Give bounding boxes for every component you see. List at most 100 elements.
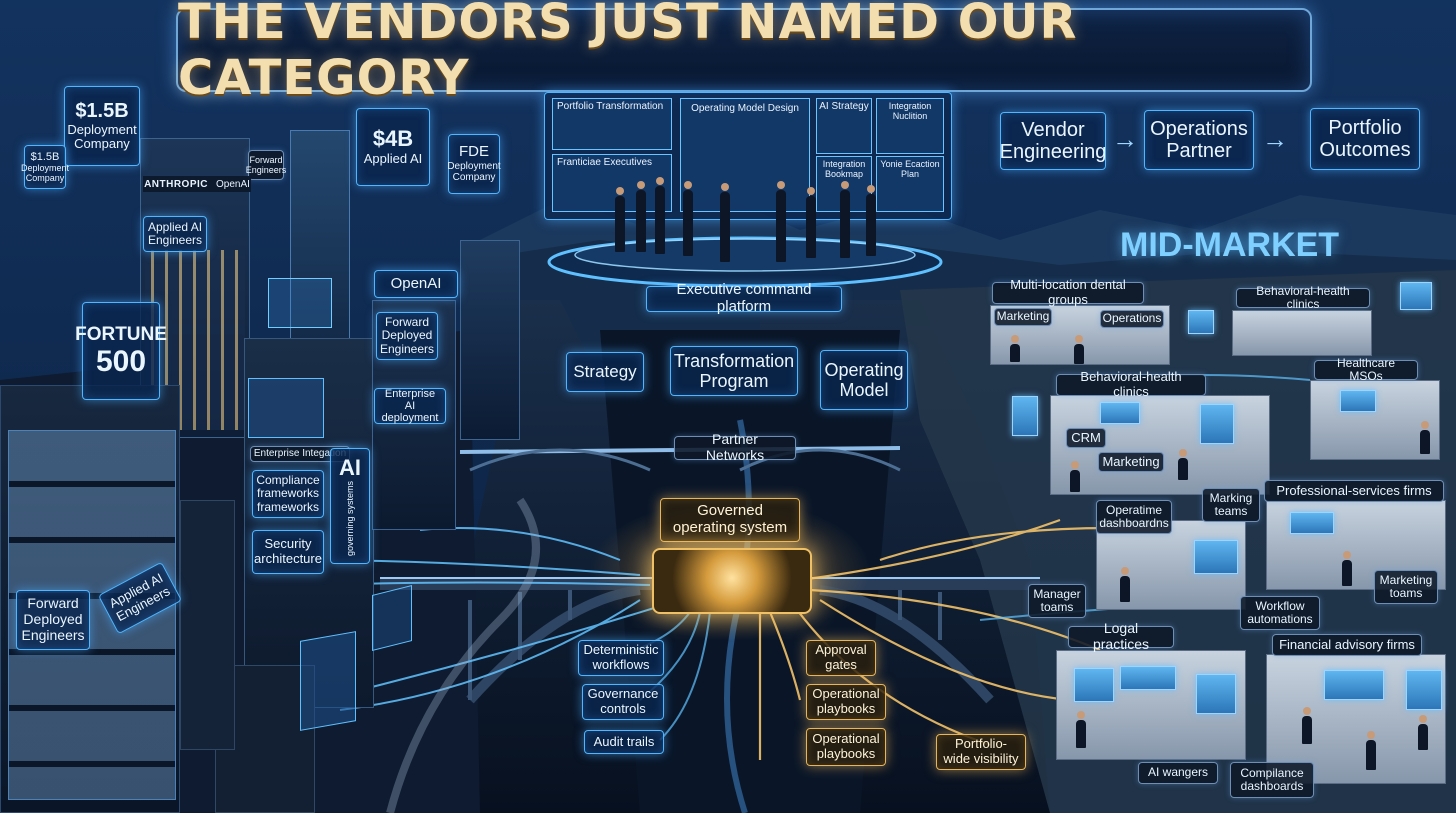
legal-practices-text: Logal practices — [1092, 620, 1150, 652]
execution-plan-text: Yonie Ecaction Plan — [880, 159, 940, 179]
diagram-screen-blue — [248, 378, 324, 438]
portfolio-wide-visibility-box: Portfolio-wide visibility — [936, 734, 1026, 770]
operating-model-design-text: Operating Model Design — [691, 103, 799, 114]
office-screen — [1074, 668, 1114, 702]
partner-networks-box: Partner Networks — [674, 431, 796, 463]
operational-playbooks-2-box: Operational playbooks — [806, 728, 886, 766]
arrow-right-icon: → — [1112, 124, 1138, 154]
screen-portfolio-transformation: Portfolio Transformation — [552, 98, 672, 150]
office-worker — [1120, 567, 1130, 602]
deterministic-workflows-text: Deterministic workflows — [583, 642, 659, 672]
audit-trails-box: Audit trails — [584, 730, 664, 754]
logo-bar: ANTHROPIC OpenAI — [143, 176, 251, 192]
portfolio-outcomes-text: Portfolio Outcomes — [1319, 116, 1411, 161]
forward-engineers-small-sign: Forward Engineers — [246, 150, 286, 180]
behavioral-health-1-label: Behavioral-health clinics — [1236, 284, 1370, 311]
screen-integration-nuclition: Integration Nuclition — [876, 98, 944, 154]
executive-platform-label: Executive command platform — [646, 281, 842, 315]
vendor-engineering-box: Vendor Engineering — [1000, 112, 1106, 170]
fortune-500-sign: FORTUNE 500 — [75, 302, 167, 400]
transformation-program-box: Transformation Program — [670, 346, 798, 396]
mid-market-heading: MID-MARKET — [1120, 226, 1340, 264]
office-worker — [1420, 421, 1430, 454]
fde-line3: Company — [452, 172, 496, 184]
office-screen — [1290, 512, 1334, 534]
fortune-line1: FORTUNE — [75, 323, 167, 345]
small-sign-line1: Forward — [249, 154, 283, 165]
office-screen — [1188, 310, 1214, 334]
marketing-teams-1-text: Marking teams — [1209, 490, 1253, 518]
executive-figure — [683, 181, 693, 256]
ai-vertical-small: governing systems — [344, 480, 355, 556]
enterprise-ai-deployment-label: Enterprise AI deployment — [381, 387, 439, 425]
portfolio-wide-visibility-text: Portfolio-wide visibility — [943, 736, 1019, 766]
anthropic-logo: ANTHROPIC — [144, 178, 209, 190]
ai-managers-text: AI wangers — [1147, 765, 1209, 780]
executive-figure — [806, 187, 816, 258]
valuation-line2: Company — [74, 136, 130, 152]
fortune-line2: 500 — [95, 344, 147, 378]
cube-hologram — [268, 278, 332, 328]
portfolio-outcomes-box: Portfolio Outcomes — [1310, 108, 1420, 170]
valuation-small-amount: $1.5B — [30, 150, 60, 163]
building-right-of-city — [460, 240, 520, 440]
portfolio-transformation-text: Portfolio Transformation — [557, 101, 664, 112]
governance-controls-text: Governance controls — [587, 686, 659, 716]
enterprise-ai-deployment-sign: Enterprise AI deployment — [374, 388, 446, 424]
enterprise-integration-text: Enterprise Integation — [253, 448, 347, 460]
security-architecture-sign: Security architecture — [252, 530, 324, 574]
operatime-dashboards-label: Operatime dashboardns — [1096, 500, 1172, 534]
marketing-1-text: Marketing — [996, 309, 1050, 324]
office-screen — [1194, 540, 1238, 574]
operational-playbooks-1-box: Operational playbooks — [806, 684, 886, 720]
compliance-dashboards-label: Compilance dashboards — [1230, 762, 1314, 798]
professional-services-label: Professional-services firms — [1264, 480, 1444, 502]
operating-model-box: Operating Model — [820, 350, 908, 410]
audit-trails-text: Audit trails — [593, 733, 655, 749]
office-worker — [1418, 715, 1428, 750]
office-screen — [1400, 282, 1432, 310]
screen-operating-model-design: Operating Model Design — [680, 98, 810, 212]
ai-strategy-text: AI Strategy — [819, 101, 869, 112]
marketing-teams-1-label: Marking teams — [1202, 488, 1260, 522]
workflow-automations-label: Workflow automations — [1240, 596, 1320, 630]
blueprint-screen-right — [372, 585, 412, 651]
executive-figure — [615, 187, 625, 252]
financial-advisory-label: Financial advisory firms — [1272, 634, 1422, 656]
governed-os-label: Governed operating system — [660, 498, 800, 542]
governed-os-device — [652, 548, 812, 614]
marketing-teams-2-text: Marketing toams — [1379, 572, 1433, 600]
ai-vertical-big: AI — [339, 455, 361, 481]
governance-controls-box: Governance controls — [582, 684, 664, 720]
office-worker — [1070, 461, 1080, 492]
vendor-engineering-text: Vendor Engineering — [999, 118, 1107, 163]
fde-line1: FDE — [459, 143, 489, 161]
office-worker — [1178, 449, 1188, 480]
office-screen — [1340, 390, 1376, 412]
marketing-1-label: Marketing — [994, 308, 1052, 326]
fde-line2: Deployment — [447, 161, 501, 173]
screen-ai-strategy: AI Strategy — [816, 98, 872, 154]
executive-figure — [720, 183, 730, 262]
office-screen — [1324, 670, 1384, 700]
blueprint-screen-left — [300, 631, 356, 731]
crm-text: CRM — [1071, 429, 1101, 445]
healthcare-msos-text: Healthcare MSOs — [1336, 355, 1396, 383]
valuation-amount: $1.5B — [75, 100, 129, 123]
behavioral-health-2-label: Behavioral-health clinics — [1056, 370, 1206, 399]
deterministic-workflows-box: Deterministic workflows — [578, 640, 664, 676]
executive-figure — [866, 185, 876, 256]
ai-governing-vertical-sign: AI governing systems — [330, 448, 370, 564]
valuation-line1: Deployment — [67, 121, 137, 137]
fde-deployment-sign: FDE Deployment Company — [447, 134, 501, 194]
operations-label: Operations — [1100, 310, 1164, 328]
executive-platform-text: Executive command platform — [676, 281, 812, 315]
page-title: THE VENDORS JUST NAMED OUR CATEGORY — [178, 0, 1078, 106]
arrow-right-icon: → — [1262, 124, 1288, 154]
legal-practices-label: Logal practices — [1068, 620, 1174, 652]
screen-execution-plan: Yonie Ecaction Plan — [876, 156, 944, 212]
valuation-1-5b-small-sign: $1.5B Deployment Company — [21, 145, 69, 189]
healthcare-msos-label: Healthcare MSOs — [1314, 356, 1418, 383]
office-screen — [1120, 666, 1176, 690]
financial-advisory-text: Financial advisory firms — [1279, 636, 1415, 652]
